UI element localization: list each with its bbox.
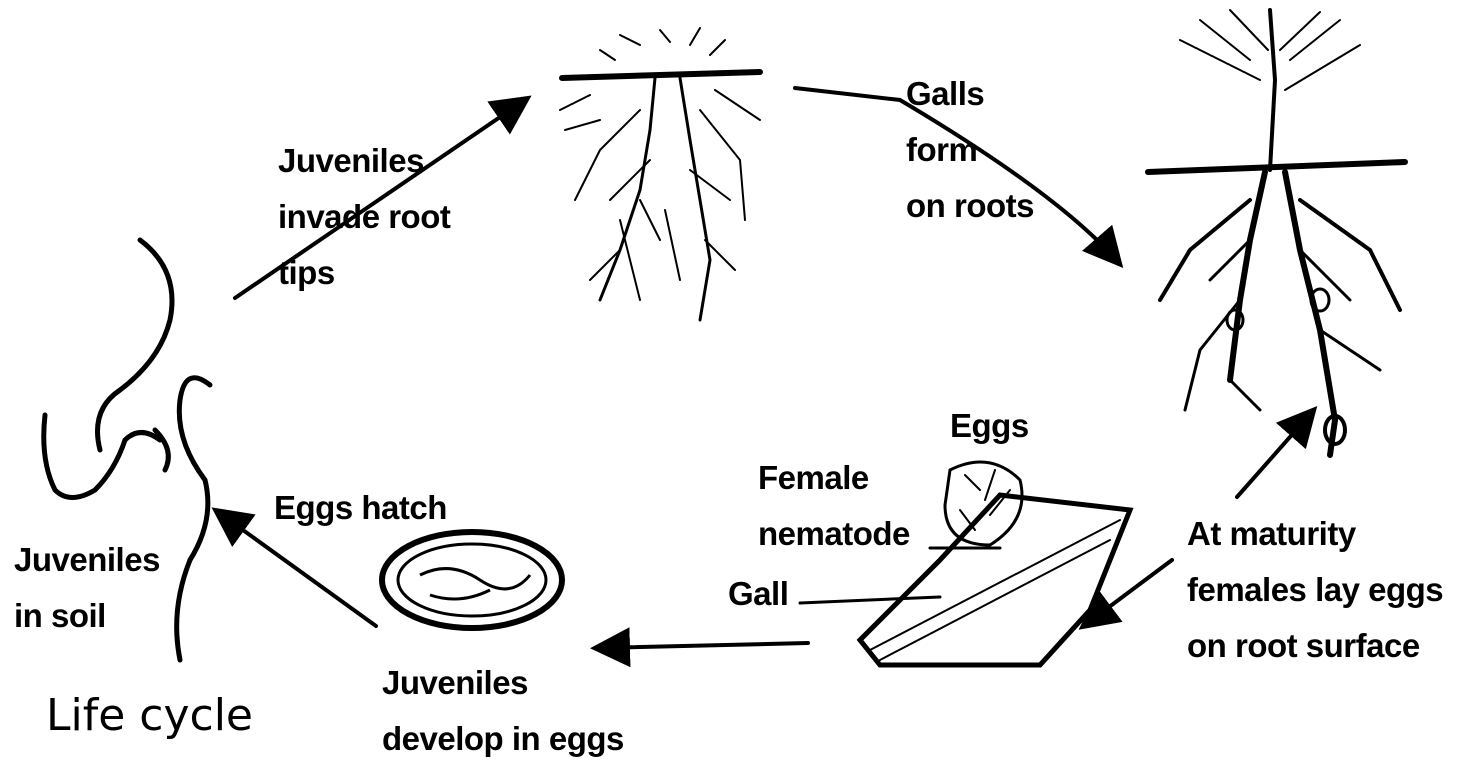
label-gall: Gall (728, 566, 788, 622)
arrow-to-maturity (1237, 412, 1312, 497)
label-juveniles-invade: Juveniles invade root tips (278, 133, 450, 301)
label-galls-form: Galls form on roots (906, 66, 1034, 234)
egg-mass-illustration (382, 532, 562, 628)
galled-plant-illustration (1148, 10, 1405, 455)
label-female-nematode: Female nematode (758, 450, 910, 562)
diagram-title: Life cycle (46, 690, 253, 741)
label-juveniles-develop: Juveniles develop in eggs (382, 655, 624, 767)
arrow-to-eggs (598, 643, 808, 648)
label-eggs-hatch: Eggs hatch (274, 480, 447, 536)
young-root-illustration (560, 28, 760, 320)
label-eggs: Eggs (950, 398, 1029, 454)
pointer-gall (800, 597, 940, 603)
label-at-maturity: At maturity females lay eggs on root sur… (1187, 506, 1443, 674)
label-juveniles-soil: Juveniles in soil (14, 532, 160, 644)
